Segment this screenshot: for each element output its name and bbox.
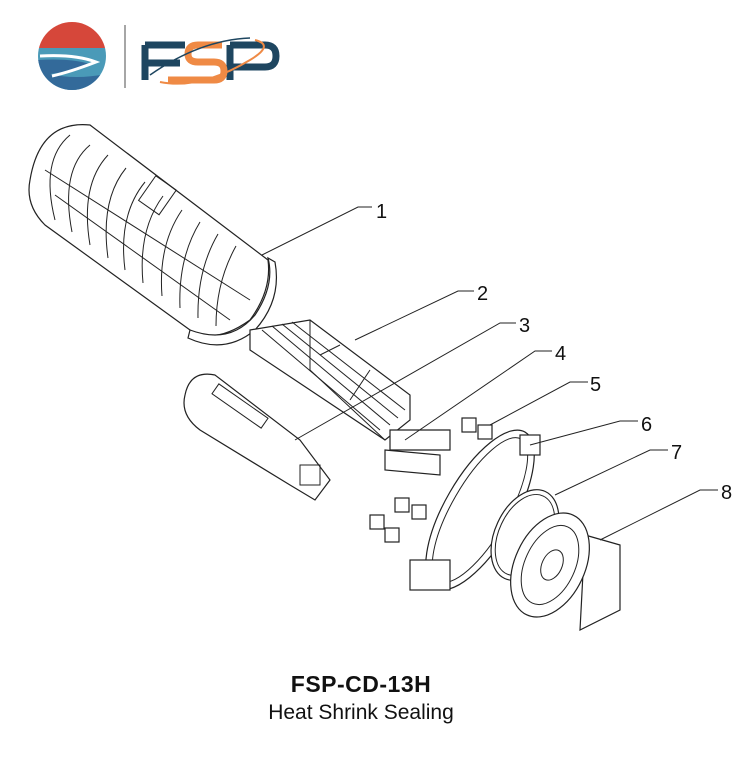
callout-3: 3: [519, 315, 530, 337]
part-base-plate: [183, 373, 331, 501]
part-dome-cover: [28, 124, 278, 346]
callout-8: 8: [721, 482, 732, 504]
part-base: [510, 512, 621, 631]
company-logo: [38, 22, 280, 90]
callout-4: 4: [555, 343, 566, 365]
callout-6: 6: [641, 414, 652, 436]
part-brackets: [384, 429, 451, 476]
callout-7: 7: [671, 442, 682, 464]
part-splice-trays: [249, 319, 411, 441]
leader-lines: [261, 206, 718, 541]
callout-5: 5: [590, 374, 601, 396]
product-description: Heat Shrink Sealing: [268, 701, 454, 724]
callout-2: 2: [477, 283, 488, 305]
callout-1: 1: [376, 201, 387, 223]
part-clamps: [369, 417, 493, 543]
product-model: FSP-CD-13H: [290, 671, 432, 697]
